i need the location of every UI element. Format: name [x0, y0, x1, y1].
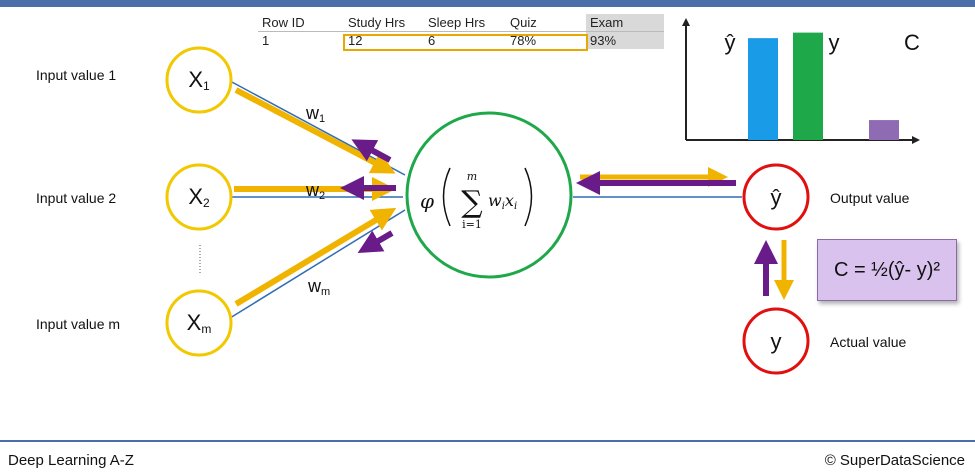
actual-node — [742, 307, 810, 375]
input-node-x2 — [165, 163, 233, 231]
table-header-row: Row ID Study Hrs Sleep Hrs Quiz Exam — [258, 14, 664, 32]
svg-text:i=1: i=1 — [462, 218, 482, 231]
bar-label-y: y — [829, 30, 840, 55]
actual-node-label: y — [771, 329, 782, 354]
svg-text:∑: ∑ — [461, 185, 483, 220]
connection-line-x1 — [229, 80, 406, 176]
table-header-cell: Sleep Hrs — [428, 15, 486, 30]
bar-cost — [869, 120, 899, 140]
bar-label-y-hat: ŷ — [725, 30, 736, 55]
svg-text:wixi: wixi — [488, 191, 517, 212]
forward-arrow-xm — [234, 207, 397, 307]
footer-divider — [0, 440, 975, 442]
table-cell: 1 — [258, 31, 344, 49]
table-header-cell: Quiz — [510, 15, 537, 30]
table-cell: 93% — [586, 31, 664, 49]
connection-line-xm — [229, 209, 406, 319]
activation-formula: φ m ∑ i=1 wixi — [420, 167, 533, 231]
table-header-cell: Study Hrs — [348, 15, 406, 30]
input-node-xm-label: Xm — [187, 310, 212, 336]
svg-text:φ: φ — [420, 189, 434, 213]
neuron-node — [405, 111, 573, 279]
output-node-label: ŷ — [771, 185, 782, 210]
input-label-2: Input value 2 — [36, 190, 117, 206]
input-node-xm — [165, 289, 233, 357]
input-node-x2-label: X2 — [188, 184, 210, 210]
output-node — [742, 163, 810, 231]
top-accent-bar — [0, 0, 975, 7]
footer-copyright: © SuperDataScience — [824, 452, 965, 469]
cost-function-box: C = ½(ŷ- y)² — [817, 239, 957, 301]
forward-arrow-x1 — [234, 87, 396, 174]
bar-label-cost: C — [904, 30, 920, 55]
weight-label-w2: w2 — [305, 180, 325, 202]
bar-y — [793, 32, 823, 140]
weight-label-w1: w1 — [305, 103, 325, 125]
input-columns-highlight — [343, 34, 588, 51]
backprop-arrow-wm — [357, 230, 394, 254]
input-node-x1 — [165, 46, 233, 114]
backprop-arrow-w1 — [351, 139, 392, 163]
input-label-m: Input value m — [36, 316, 121, 332]
svg-text:m: m — [467, 170, 477, 183]
footer-course-title: Deep Learning A-Z — [8, 452, 134, 469]
table-header-cell: Row ID — [262, 15, 305, 30]
weight-label-wm: wm — [307, 276, 330, 298]
actual-value-label: Actual value — [830, 334, 907, 350]
input-label-1: Input value 1 — [36, 67, 117, 83]
output-value-label: Output value — [830, 190, 910, 206]
input-node-x1-label: X1 — [188, 67, 210, 93]
cost-function-formula: C = ½(ŷ- y)² — [833, 258, 941, 281]
table-header-cell: Exam — [586, 14, 664, 32]
bar-y-hat — [748, 38, 778, 141]
